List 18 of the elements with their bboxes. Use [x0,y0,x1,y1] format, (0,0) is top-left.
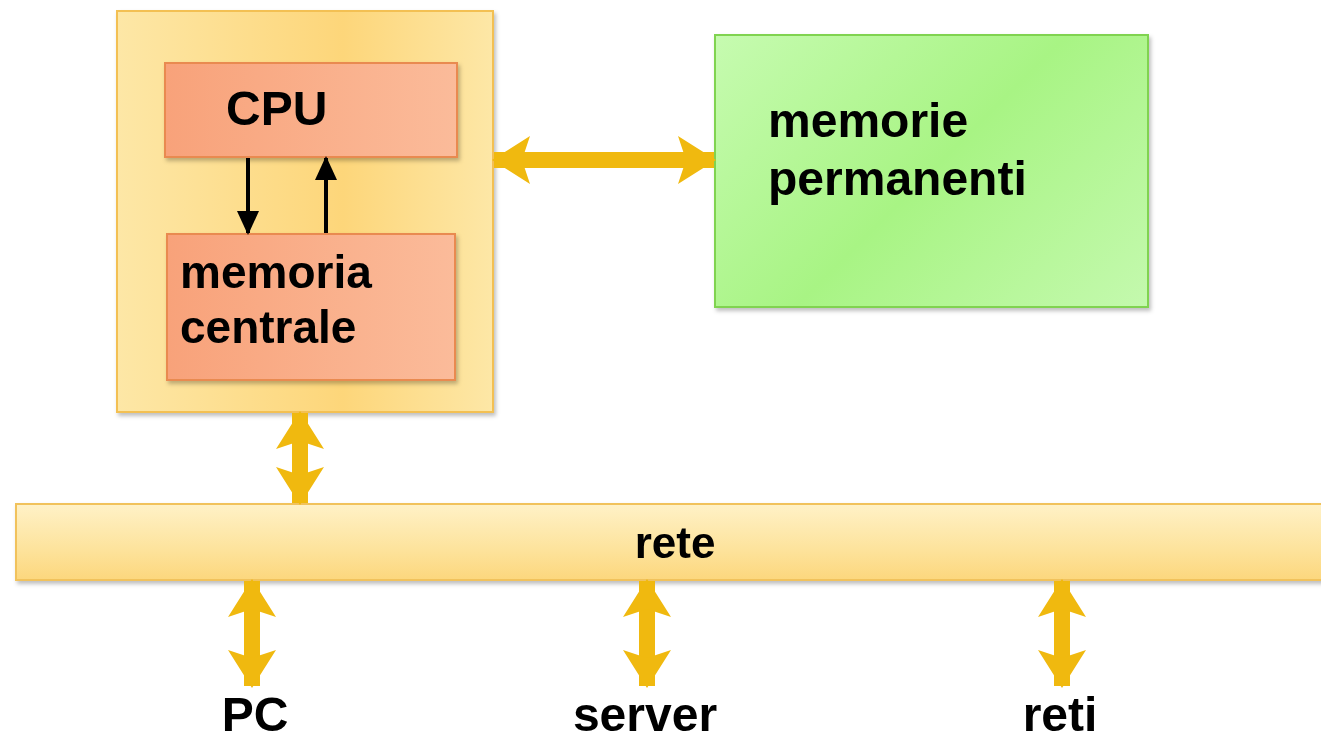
arrow [237,158,259,235]
arrow [1038,579,1086,688]
arrow [276,411,324,505]
node-label: server [540,686,750,748]
storage-box [714,34,1149,308]
box-label: CPU [226,81,328,137]
cpu-box [164,62,458,158]
arrow [315,156,337,233]
network-bar [15,503,1321,581]
box-label: memorie permanenti [768,93,1028,207]
node-label: reti [990,686,1130,748]
node-label: PC [180,686,330,748]
system-box [116,10,494,413]
box-label: memoria centrale [180,245,373,356]
box-label: rete [634,517,716,569]
arrow [623,579,671,688]
arrow [228,579,276,688]
memory-box [166,233,456,381]
